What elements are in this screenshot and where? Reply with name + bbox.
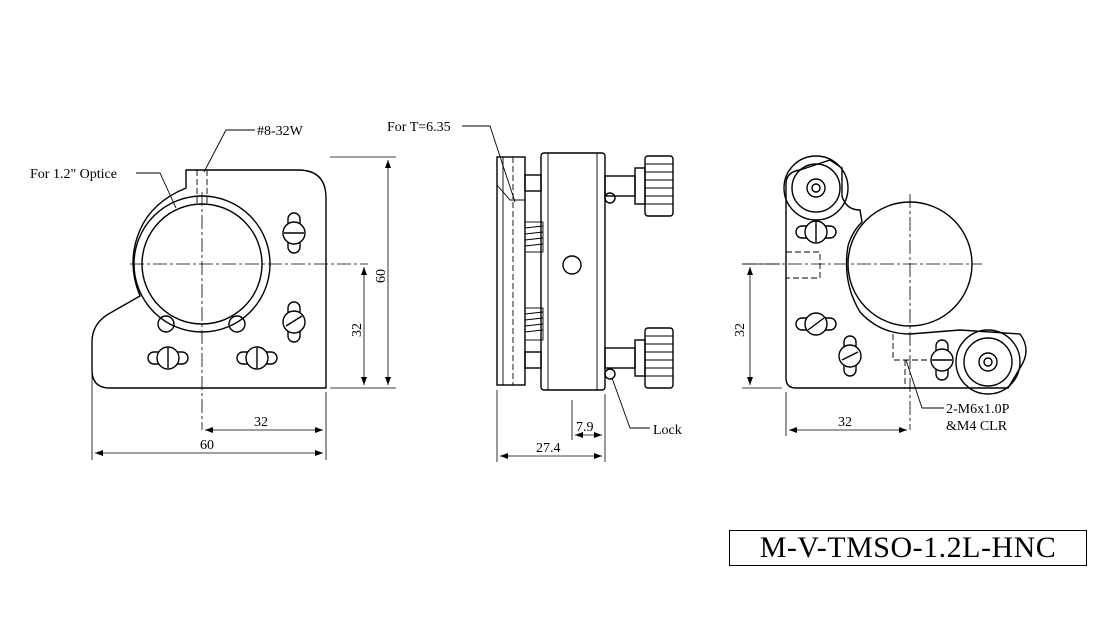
rear-knob-top	[783, 155, 849, 221]
rear-screw-4	[930, 339, 954, 381]
front-screw-mid-right	[282, 301, 306, 343]
model-number-box: M-V-TMSO-1.2L-HNC	[729, 530, 1087, 566]
side-main-body	[540, 152, 606, 391]
rear-screw-3	[838, 335, 862, 377]
side-optic-plate	[496, 156, 526, 386]
rear-body-outline	[785, 159, 1027, 389]
rear-screw-2	[795, 312, 837, 336]
front-height-label: 60	[374, 269, 389, 283]
callout-thread-label: #8-32W	[257, 124, 304, 139]
front-center-width-label: 32	[254, 415, 268, 430]
rear-center-width-label: 32	[838, 415, 852, 430]
callout-lock-label: Lock	[653, 423, 682, 438]
side-view: For T=6.35 Lock 7.9 27.4	[387, 120, 682, 462]
callout-holes-line2: &M4 CLR	[946, 419, 1008, 434]
side-offset-label: 7.9	[576, 420, 594, 435]
callout-holes-line1: 2-M6x1.0P	[946, 402, 1010, 417]
front-screw-top-right	[282, 212, 306, 254]
front-center-height-label: 32	[350, 323, 365, 337]
front-view: For 1.2" Optice #8-32W 60 32 32 60	[30, 124, 396, 460]
front-screw-bottom-left	[147, 346, 189, 370]
side-knob-bottom	[604, 327, 674, 389]
callout-optic-label: For 1.2" Optice	[30, 167, 117, 182]
side-knob-top	[604, 155, 674, 217]
rear-knob-bottom	[955, 329, 1021, 395]
front-width-label: 60	[200, 438, 214, 453]
rear-center-height-label: 32	[733, 323, 748, 337]
rear-screw-1	[795, 220, 837, 244]
side-spring-bottom	[524, 307, 544, 341]
front-body-outline	[91, 169, 327, 389]
side-depth-label: 27.4	[536, 441, 561, 456]
side-spring-top	[524, 221, 544, 253]
callout-thickness-label: For T=6.35	[387, 120, 451, 135]
rear-view: 32 32 2-M6x1.0P &M4 CLR	[733, 155, 1027, 436]
front-screw-bottom-mid	[236, 346, 278, 370]
